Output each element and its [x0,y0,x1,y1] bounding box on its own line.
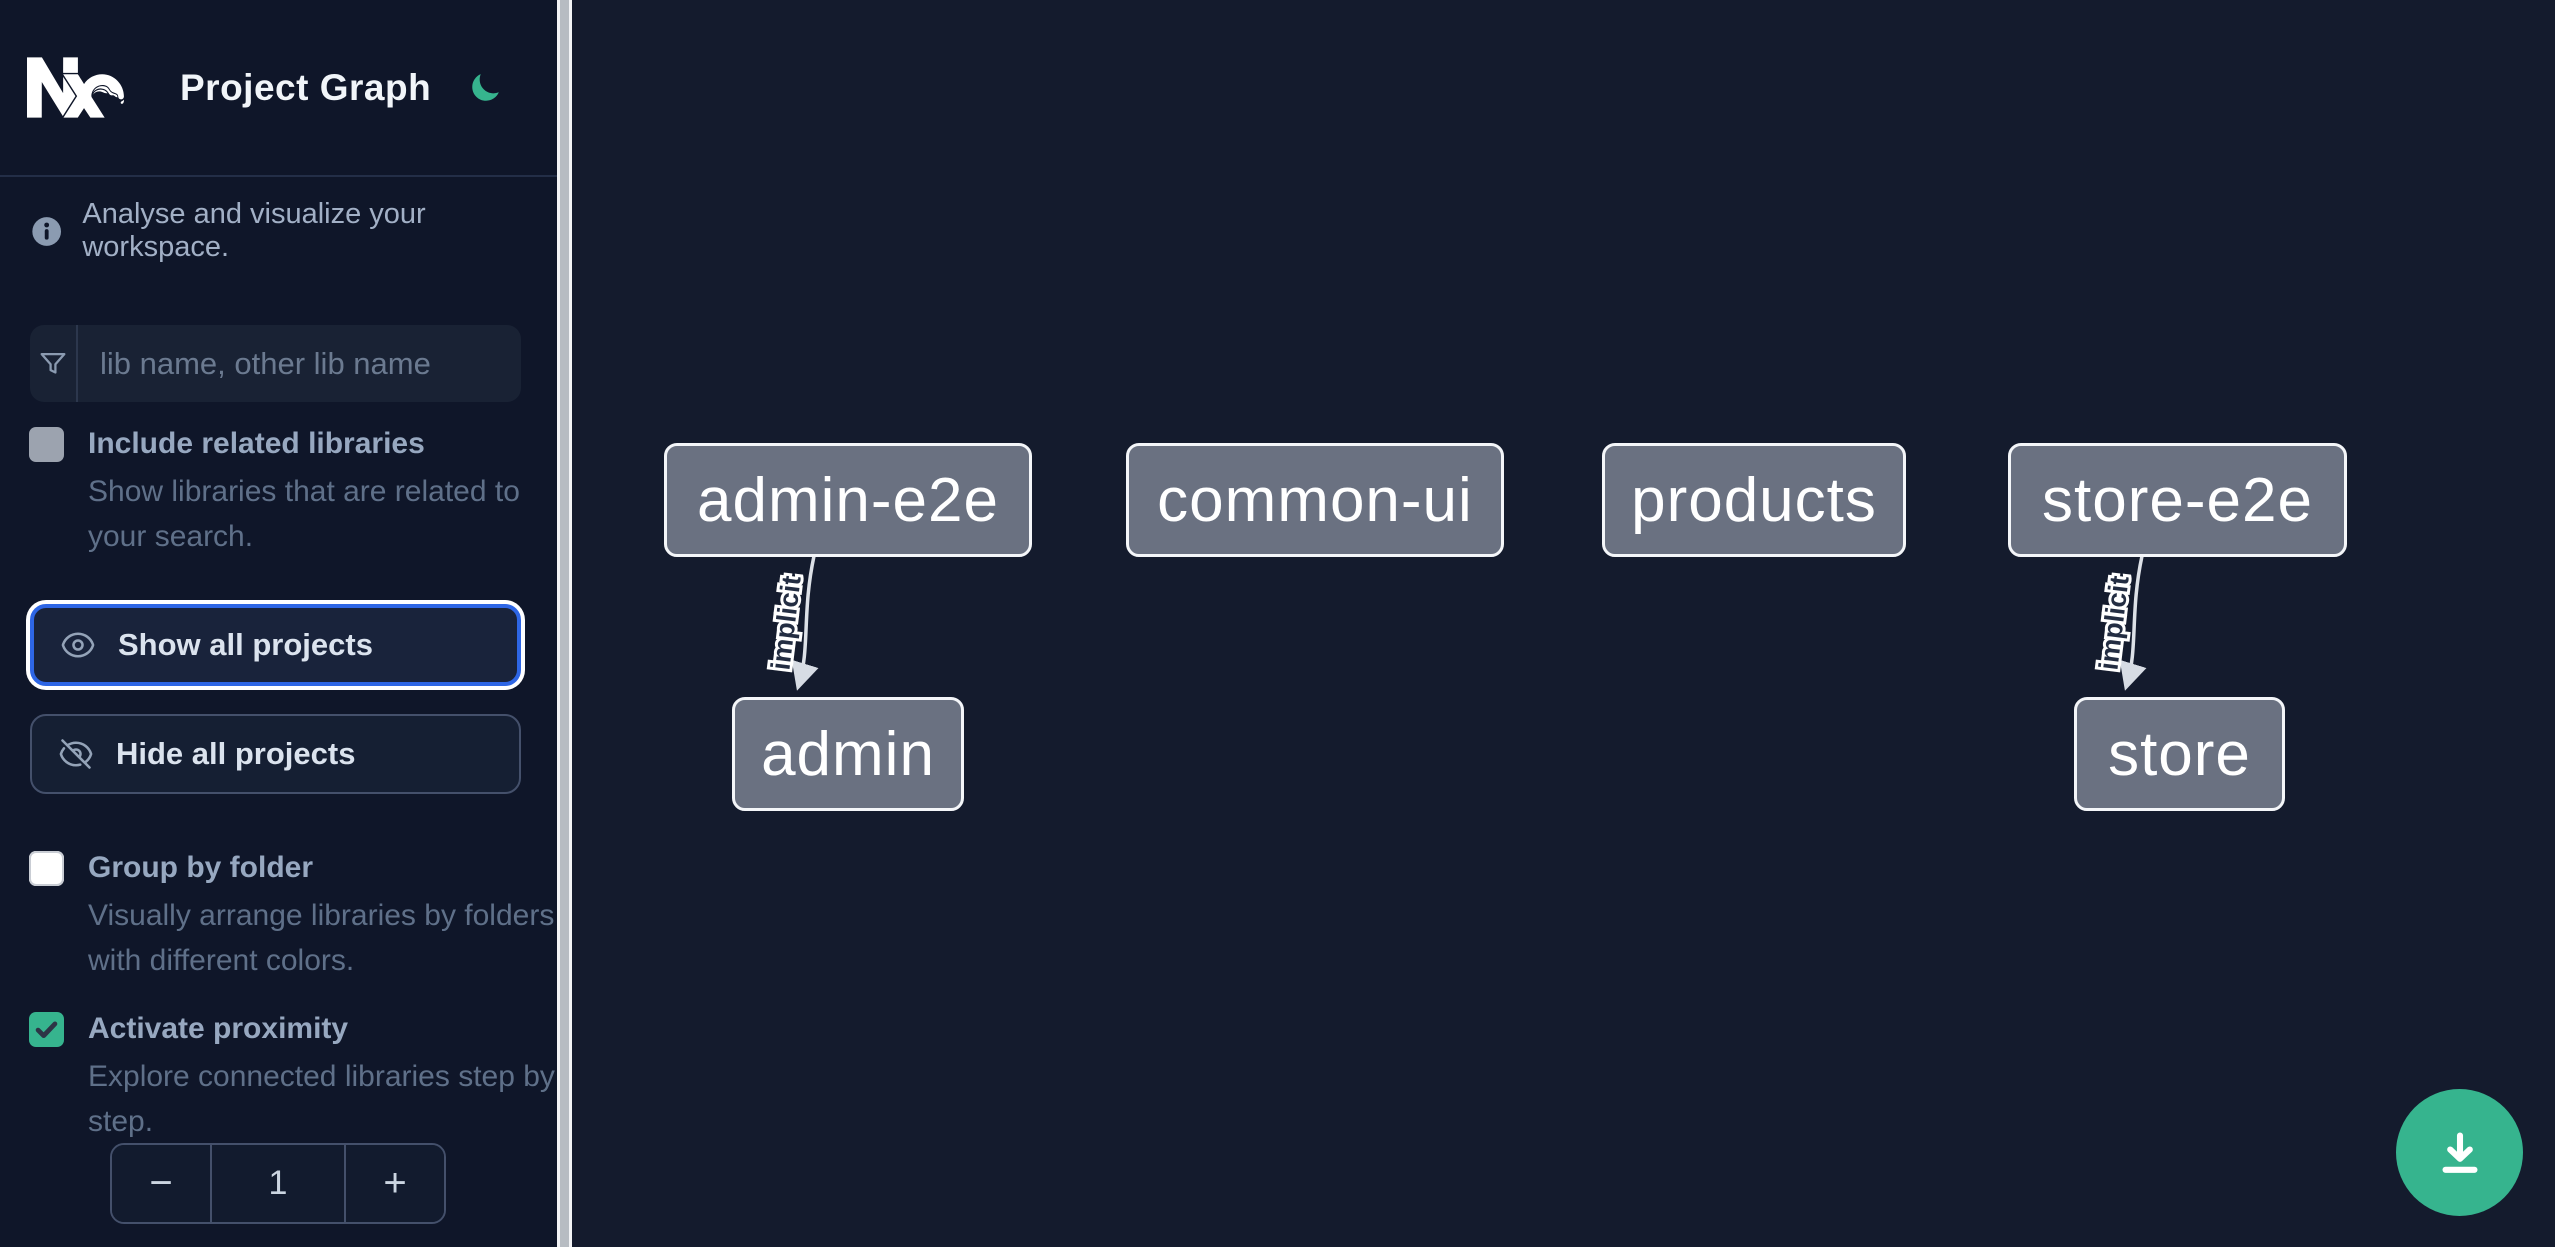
edge-label-implicit: implicit [2093,574,2134,671]
checkbox-row-group-by-folder: Group by folder Visually arrange librari… [29,849,566,983]
graph-edges: implicit implicit [762,555,2147,691]
nx-logo [27,57,124,118]
checkbox-row-include-related: Include related libraries Show libraries… [29,425,566,559]
edge-store-e2e-to-store[interactable] [2119,555,2147,691]
filter-input[interactable] [78,325,521,402]
include-related-checkbox[interactable] [29,427,64,462]
checkbox-description: Visually arrange libraries by folders wi… [88,899,555,977]
proximity-stepper: − 1 + [110,1143,446,1224]
workspace-info: Analyse and visualize your workspace. [30,198,557,264]
sidebar: Project Graph Analyse and visualize your… [0,0,557,1247]
stepper-decrement-button[interactable]: − [112,1145,210,1222]
graph-node-store[interactable]: store [2074,697,2285,811]
graph-node-store-e2e[interactable]: store-e2e [2008,443,2347,557]
moon-icon [472,73,499,101]
checkbox-description: Show libraries that are related to your … [88,475,520,553]
hide-all-projects-label: Hide all projects [116,736,356,771]
checkbox-label: Activate proximity [88,1012,349,1045]
edge-admin-e2e-to-admin[interactable] [791,555,819,691]
eye-icon [61,632,95,658]
project-graph-canvas[interactable]: implicit implicit admin-e2e common-ui pr… [573,0,2555,1247]
hide-all-projects-button[interactable]: Hide all projects [30,714,521,794]
checkbox-label: Group by folder [88,851,313,884]
theme-toggle-button[interactable] [465,68,505,108]
show-all-projects-button[interactable]: Show all projects [30,604,521,686]
activate-proximity-checkbox[interactable] [29,1012,64,1047]
checkmark-icon [35,1021,58,1039]
download-icon [2442,1131,2477,1173]
graph-node-admin[interactable]: admin [732,697,964,811]
checkbox-row-activate-proximity: Activate proximity Explore connected lib… [29,1010,566,1144]
graph-node-products[interactable]: products [1602,443,1906,557]
workspace-info-text: Analyse and visualize your workspace. [82,198,426,263]
sidebar-resize-handle[interactable] [557,0,572,1247]
show-all-projects-label: Show all projects [118,627,373,662]
sidebar-header: Project Graph [0,0,557,177]
filter-box [30,325,521,402]
graph-node-common-ui[interactable]: common-ui [1126,443,1504,557]
checkbox-description: Explore connected libraries step by step… [88,1060,555,1138]
funnel-icon [30,325,78,402]
eye-slash-icon [59,739,93,769]
edge-label-implicit: implicit [765,574,806,671]
stepper-increment-button[interactable]: + [346,1145,444,1222]
info-circle-icon [32,216,62,246]
page-title: Project Graph [180,66,432,108]
group-by-folder-checkbox[interactable] [29,851,64,886]
graph-node-admin-e2e[interactable]: admin-e2e [664,443,1032,557]
stepper-value: 1 [210,1145,346,1222]
save-image-button[interactable] [2396,1089,2523,1216]
checkbox-label: Include related libraries [88,427,425,460]
